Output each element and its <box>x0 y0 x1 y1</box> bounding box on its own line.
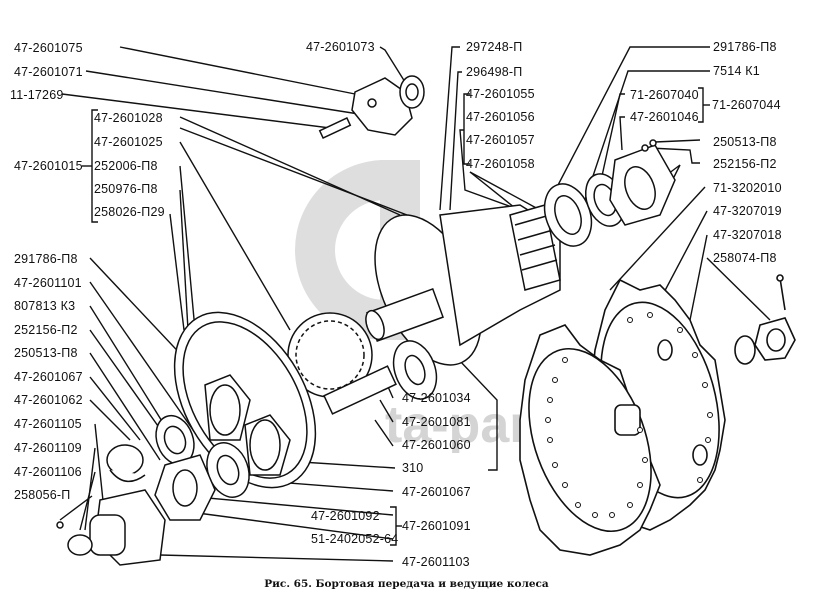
leader-line <box>169 213 185 331</box>
part-label: 47-2601015 <box>14 159 83 173</box>
pinion-shaft <box>323 365 397 415</box>
part-label: 252156-П2 <box>713 157 777 171</box>
part-label: 47-2601103 <box>402 555 470 569</box>
part-label: 47-2601101 <box>14 276 82 290</box>
part-label: 297248-П <box>466 40 523 54</box>
part-label: 51-2402052-64 <box>311 532 399 546</box>
group-bracket <box>463 93 470 165</box>
part-label: 47-2601056 <box>466 110 535 124</box>
leader-line <box>79 471 96 531</box>
leader-line <box>179 141 291 331</box>
part-label: 47-2601067 <box>402 485 471 499</box>
part-label: 258026-П29 <box>94 205 165 219</box>
part-label: 807813 К3 <box>14 299 76 313</box>
leader-line <box>59 495 93 521</box>
washer <box>734 335 756 365</box>
part-label: 47-2601081 <box>402 415 471 429</box>
part-label: 296498-П <box>466 65 523 79</box>
leader-line <box>119 46 361 96</box>
part-label: 47-2601067 <box>14 370 83 384</box>
leader-line <box>85 70 366 116</box>
part-label: 47-2601075 <box>14 41 83 55</box>
part-label: 71-2607040 <box>630 88 699 102</box>
part-label: 47-2601028 <box>94 111 163 125</box>
leader-line <box>179 165 196 331</box>
part-label: 291786-П8 <box>14 252 78 266</box>
part-label: 47-2601058 <box>466 157 535 171</box>
part-label: 71-2607044 <box>712 98 781 112</box>
cotter-pin <box>779 277 786 311</box>
plug-bolt <box>318 117 352 139</box>
part-label: 47-2601091 <box>402 519 471 533</box>
part-label: 47-2601034 <box>402 391 471 405</box>
part-label: 47-2601046 <box>630 110 699 124</box>
part-label: 7514 К1 <box>713 64 760 78</box>
part-label: 47-2601106 <box>14 465 82 479</box>
part-label: 258056-П <box>14 488 71 502</box>
leader-line <box>89 399 131 441</box>
leader-line <box>89 352 161 461</box>
part-label: 250976-П8 <box>94 182 158 196</box>
hub-spline <box>614 404 641 436</box>
part-label: 47-2601073 <box>306 40 375 54</box>
part-label: 71-3202010 <box>713 181 782 195</box>
leader-line <box>89 376 141 441</box>
part-label: 47-2601092 <box>311 509 380 523</box>
part-label: 47-2601071 <box>14 65 83 79</box>
leader-line <box>179 127 421 221</box>
figure-caption: Рис. 65. Бортовая передача и ведущие кол… <box>264 578 549 590</box>
part-label: 250513-П8 <box>14 346 78 360</box>
part-label: 310 <box>402 461 424 475</box>
part-label: 11-17269 <box>10 88 64 102</box>
part-label: 47-3207018 <box>713 228 782 242</box>
part-label: 47-2601062 <box>14 393 83 407</box>
part-label: 250513-П8 <box>713 135 777 149</box>
splined-hub <box>89 514 126 556</box>
part-label: 47-2601105 <box>14 417 82 431</box>
part-label: 252006-П8 <box>94 159 158 173</box>
seal-bellows <box>509 204 561 291</box>
leader-line <box>179 189 189 331</box>
part-label: 47-2601109 <box>14 441 82 455</box>
leader-line <box>89 281 201 441</box>
part-label: 47-2601060 <box>402 438 471 452</box>
part-label: 47-2601057 <box>466 133 535 147</box>
part-label: 47-2601025 <box>94 135 163 149</box>
part-label: 47-2601055 <box>466 87 535 101</box>
part-label: 252156-П2 <box>14 323 78 337</box>
cover-plate <box>351 77 413 136</box>
leader-line <box>61 93 331 129</box>
part-label: 291786-П8 <box>713 40 777 54</box>
group-bracket <box>698 87 704 123</box>
part-label: 47-3207019 <box>713 204 782 218</box>
part-label: 258074-П8 <box>713 251 777 265</box>
